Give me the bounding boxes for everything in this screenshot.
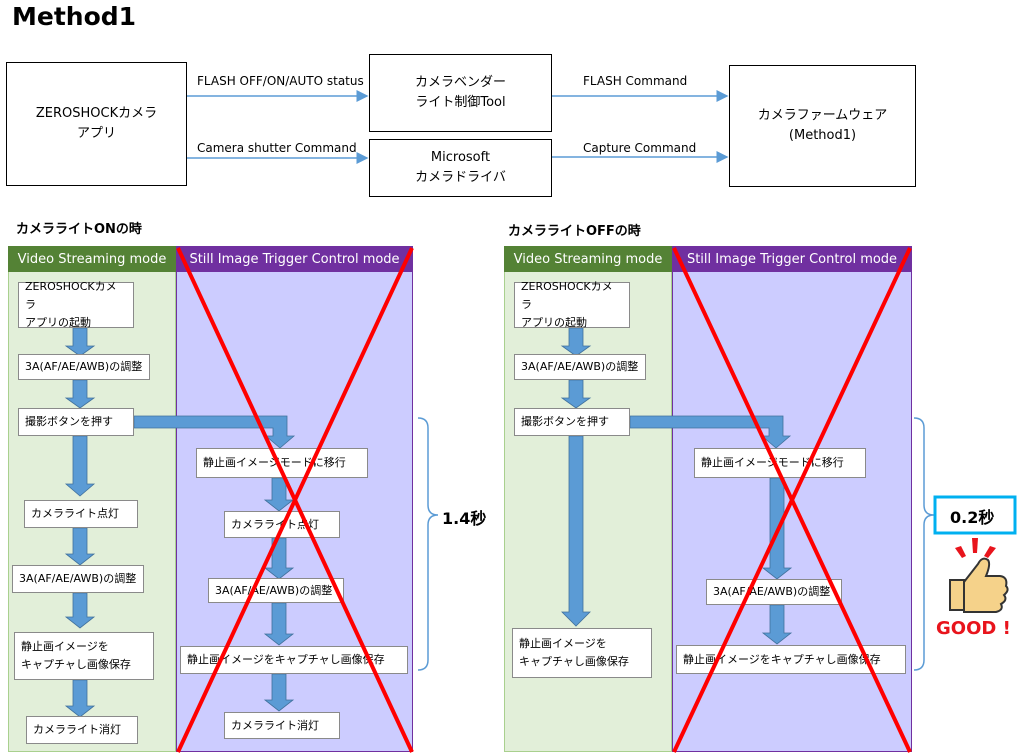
arrow-flash-status-label: FLASH OFF/ON/AUTO status <box>197 74 364 88</box>
tool-box: カメラベンダー ライト制御Tool <box>369 54 552 132</box>
flow-arrow <box>64 379 96 409</box>
flow-arrow <box>629 415 792 449</box>
right-still-step-3a: 3A(AF/AE/AWB)の調整 <box>706 579 842 605</box>
right-cross-line-b <box>672 247 912 753</box>
left-video-header: Video Streaming mode <box>8 246 176 272</box>
left-video-step-light-on: カメラライト点灯 <box>24 500 138 528</box>
good-label: GOOD ! <box>936 618 1011 639</box>
thumbs-up-icon <box>949 557 1009 613</box>
flow-arrow <box>64 592 96 629</box>
right-video-header: Video Streaming mode <box>504 246 672 272</box>
right-time-label: 0.2秒 <box>950 508 995 527</box>
flow-arrow <box>560 327 592 357</box>
app-box: ZEROSHOCKカメラ アプリ <box>6 62 187 186</box>
left-still-step-mode: 静止画イメージモードに移行 <box>196 448 368 478</box>
right-section-title: カメラライトOFFの時 <box>508 224 641 239</box>
flow-arrow <box>64 435 96 497</box>
right-time-brace <box>913 417 935 671</box>
exclamation-sparks-icon <box>955 538 996 558</box>
page-title: Method1 <box>12 2 137 31</box>
left-still-header: Still Image Trigger Control mode <box>176 246 413 272</box>
arrow-flash-cmd-label: FLASH Command <box>583 74 688 88</box>
left-video-step-launch: ZEROSHOCKカメラ アプリの起動 <box>18 280 134 329</box>
left-time-brace <box>417 417 439 671</box>
left-video-step-light-off: カメラライト消灯 <box>26 716 138 744</box>
left-still-step-3a: 3A(AF/AE/AWB)の調整 <box>208 578 344 603</box>
left-still-step-light-off: カメラライト消灯 <box>224 712 340 739</box>
flow-arrow <box>761 604 793 645</box>
right-video-step-press: 撮影ボタンを押す <box>514 408 630 436</box>
flow-arrow <box>133 415 296 449</box>
right-video-step-launch: ZEROSHOCKカメラ アプリの起動 <box>514 280 630 329</box>
flow-arrow <box>560 379 592 409</box>
flow-arrow <box>64 679 96 718</box>
right-time-box <box>933 495 1017 535</box>
flow-arrow <box>263 673 295 712</box>
left-video-step-3a: 3A(AF/AE/AWB)の調整 <box>18 354 150 380</box>
flow-arrow <box>561 435 591 627</box>
left-video-step-press: 撮影ボタンを押す <box>18 408 134 436</box>
left-cross-line-b <box>176 247 414 753</box>
left-video-step-3a-2: 3A(AF/AE/AWB)の調整 <box>12 565 144 593</box>
left-video-step-capture: 静止画イメージを キャプチャし画像保存 <box>14 632 154 680</box>
left-section-title: カメラライトONの時 <box>16 222 142 237</box>
arrow-shutter-label: Camera shutter Command <box>197 141 357 155</box>
driver-box: Microsoft カメラドライバ <box>369 139 552 197</box>
right-still-header: Still Image Trigger Control mode <box>672 246 912 272</box>
flow-arrow <box>263 602 295 646</box>
right-video-step-3a: 3A(AF/AE/AWB)の調整 <box>514 354 646 380</box>
arrow-capture-cmd-label: Capture Command <box>583 141 697 155</box>
firmware-box: カメラファームウェア (Method1) <box>729 65 916 187</box>
flow-arrow <box>64 527 96 566</box>
flow-arrow <box>64 327 96 357</box>
left-time-label: 1.4秒 <box>442 509 487 528</box>
right-video-step-capture: 静止画イメージを キャプチャし画像保存 <box>512 628 652 678</box>
